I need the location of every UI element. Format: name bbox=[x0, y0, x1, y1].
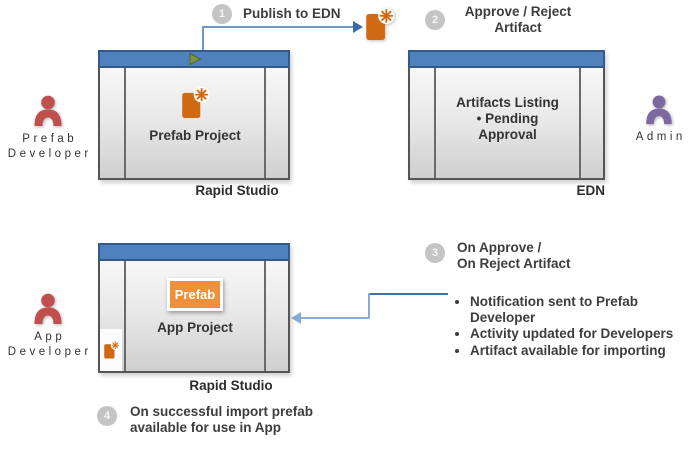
step-2-badge: 2 bbox=[425, 10, 445, 30]
actor-label-line1: Admin bbox=[635, 131, 686, 143]
right-panel bbox=[579, 68, 603, 178]
actor-label-line1: Prefab bbox=[22, 133, 78, 145]
edn-content-line: Approval bbox=[478, 127, 537, 142]
step-4-label: On successful import prefab available fo… bbox=[130, 404, 365, 436]
published-artifact-icon bbox=[364, 6, 395, 43]
play-icon[interactable] bbox=[188, 52, 202, 66]
step-1-badge: 1 bbox=[212, 4, 232, 24]
step-4-label-line2: available for use in App bbox=[130, 420, 282, 435]
window-rapid-studio-prefab: Prefab Project bbox=[98, 50, 290, 180]
step-2-label: Approve / Reject Artifact bbox=[447, 4, 589, 36]
project-name: App Project bbox=[157, 320, 233, 335]
note-item: Notification sent to Prefab Developer bbox=[470, 294, 685, 325]
step-1-label: Publish to EDN bbox=[243, 6, 341, 21]
project-name: Prefab Project bbox=[149, 128, 241, 143]
caption-rapid-studio-2: Rapid Studio bbox=[189, 378, 273, 393]
approve-connector-vertical bbox=[368, 293, 370, 319]
actor-label-line2: Developer bbox=[7, 148, 92, 160]
window-rapid-studio-app: Prefab App Project bbox=[98, 243, 290, 373]
approve-notes-list: Notification sent to Prefab Developer Ac… bbox=[453, 294, 685, 358]
window-titlebar bbox=[98, 50, 290, 68]
window-titlebar bbox=[408, 50, 605, 68]
caption-rapid-studio-1: Rapid Studio bbox=[195, 183, 279, 198]
step-2-label-line1: Approve / Reject bbox=[464, 4, 572, 19]
actor-admin: Admin bbox=[619, 93, 699, 145]
actor-app-developer: App Developer bbox=[0, 291, 96, 360]
window-body: Prefab App Project bbox=[98, 261, 290, 373]
approve-connector-bottom bbox=[296, 317, 370, 319]
step-2-label-line2: Artifact bbox=[494, 20, 542, 35]
step-4-badge: 4 bbox=[97, 406, 117, 426]
actor-label: Prefab Developer bbox=[4, 132, 91, 162]
edn-content-line: • Pending bbox=[476, 111, 539, 126]
center-panel: Artifacts Listing • Pending Approval bbox=[436, 68, 579, 178]
publish-connector-horizontal bbox=[202, 26, 353, 28]
left-panel bbox=[410, 68, 436, 178]
step-3-label: On Approve / On Reject Artifact bbox=[457, 240, 571, 272]
left-panel bbox=[100, 261, 126, 371]
window-edn: Artifacts Listing • Pending Approval bbox=[408, 50, 605, 180]
prefab-artifact-icon bbox=[180, 85, 210, 121]
window-body: Prefab Project bbox=[98, 68, 290, 180]
person-icon bbox=[30, 93, 66, 129]
publish-arrowhead-right bbox=[353, 21, 363, 33]
step-4-label-line1: On successful import prefab bbox=[130, 404, 314, 419]
approve-connector-top bbox=[368, 293, 448, 295]
actor-prefab-developer: Prefab Developer bbox=[0, 93, 96, 162]
center-panel: Prefab Project bbox=[126, 68, 264, 178]
step-3-label-line2: On Reject Artifact bbox=[457, 256, 571, 271]
approve-arrowhead-left bbox=[291, 312, 301, 324]
approve-notes: Notification sent to Prefab Developer Ac… bbox=[453, 294, 685, 359]
sidebar-artifact-slot bbox=[100, 329, 122, 371]
step-3-label-line1: On Approve / bbox=[457, 240, 542, 255]
person-icon bbox=[30, 291, 66, 327]
actor-label-line1: App bbox=[34, 331, 66, 343]
person-icon bbox=[642, 93, 676, 127]
window-body: Artifacts Listing • Pending Approval bbox=[408, 68, 605, 180]
right-panel bbox=[264, 68, 288, 178]
caption-edn: EDN bbox=[576, 183, 605, 198]
imported-artifact-icon bbox=[103, 340, 120, 360]
step-3-badge: 3 bbox=[425, 243, 445, 263]
prefab-button[interactable]: Prefab bbox=[167, 278, 223, 311]
publish-connector-vertical bbox=[202, 27, 204, 50]
actor-label: Admin bbox=[632, 130, 686, 145]
actor-label: App Developer bbox=[4, 330, 91, 360]
center-panel: Prefab App Project bbox=[126, 261, 264, 371]
note-item: Artifact available for importing bbox=[470, 343, 685, 359]
window-titlebar bbox=[98, 243, 290, 261]
actor-label-line2: Developer bbox=[7, 346, 92, 358]
left-panel bbox=[100, 68, 126, 178]
edn-content-line: Artifacts Listing bbox=[456, 95, 559, 110]
right-panel bbox=[264, 261, 288, 371]
note-item: Activity updated for Developers bbox=[470, 326, 685, 342]
